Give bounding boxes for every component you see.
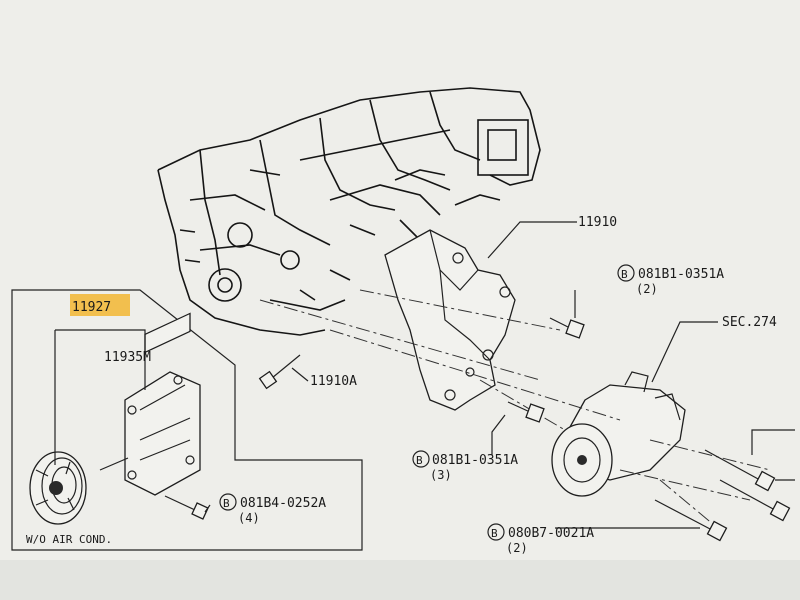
callout-bolt-bottom: B 080B7-0021A (2) (487, 523, 594, 555)
svg-text:B: B (621, 268, 628, 281)
inset-frame-wo-ac (11, 289, 363, 551)
callout-code: 081B4-0252A (240, 496, 326, 511)
label-bolt-11910a: 11910A (310, 374, 357, 389)
bolt-long-1 (704, 449, 776, 492)
callout-qty: (3) (430, 468, 452, 482)
bolt-marker-icon (412, 450, 430, 468)
paper-bottom-shade (0, 560, 800, 600)
bolt-marker-icon (617, 264, 635, 282)
callout-bolt-middle: B 081B1-0351A (3) (412, 450, 518, 482)
label-wo-air-cond: W/O AIR COND. (26, 533, 112, 546)
bolt-marker-icon (487, 523, 505, 541)
label-bracket-11910: 11910 (578, 215, 617, 230)
ac-compressor-illustration (551, 371, 686, 497)
bolt-middle (507, 401, 545, 423)
idler-bracket-illustration (99, 312, 201, 496)
label-section-ref: SEC.274 (722, 315, 777, 330)
svg-text:B: B (491, 527, 498, 540)
label-assembly-11927: 11927 (72, 300, 111, 315)
label-idler-11935m: 11935M (104, 350, 151, 365)
callout-code: 080B7-0021A (508, 526, 594, 541)
pulley-illustration (29, 451, 87, 525)
engine-block-illustration (157, 87, 541, 336)
alignment-lines (259, 289, 771, 531)
bolt-long-2 (719, 479, 791, 522)
callout-qty: (4) (238, 511, 260, 525)
bolt-marker-icon (219, 493, 237, 511)
bolt-low-left (164, 495, 209, 520)
bracket-11910-illustration (384, 229, 516, 411)
callout-code: 081B1-0351A (432, 453, 518, 468)
bolt-top-right (549, 317, 585, 339)
svg-text:B: B (223, 497, 230, 510)
leader-lines (54, 221, 795, 529)
bolt-long-3 (654, 499, 728, 542)
callout-bolt-low-left: B 081B4-0252A (4) (219, 493, 326, 525)
svg-text:B: B (416, 454, 423, 467)
callout-qty: (2) (636, 282, 658, 296)
callout-qty: (2) (506, 541, 528, 555)
bolt-11910a (258, 354, 301, 390)
callout-code: 081B1-0351A (638, 267, 724, 282)
callout-bolt-top: B 081B1-0351A (2) (617, 264, 724, 296)
highlight-11927 (70, 294, 130, 316)
